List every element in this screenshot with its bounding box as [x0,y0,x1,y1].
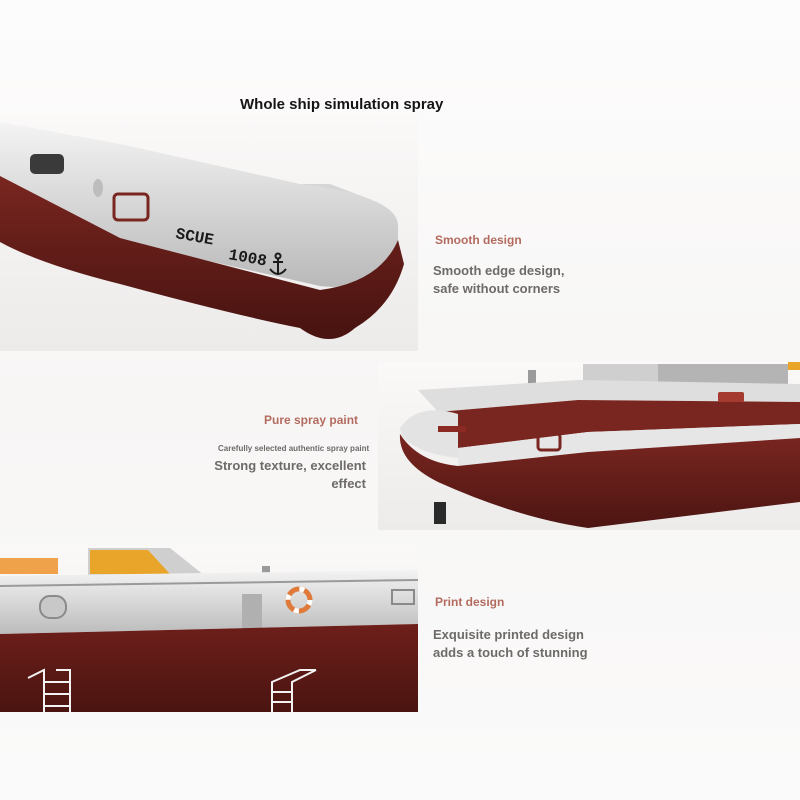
side-illustration [0,548,418,712]
feature-desc-line: Smooth edge design, [433,263,565,278]
feature-title-smooth-design: Smooth design [435,233,522,247]
feature-desc-line: effect [331,476,366,491]
feature-desc-smooth-design: Smooth edge design, safe without corners [433,262,564,298]
feature-desc-pure-spray-paint: Strong texture, excellent effect [188,457,366,493]
sheer-line [458,424,800,466]
feature-desc-line: Strong texture, excellent [214,458,366,473]
feature-desc-print-design: Exquisite printed design adds a touch of… [433,626,588,662]
side-photo [0,546,418,712]
feature-title-print-design: Print design [435,595,505,609]
feature-desc-line: safe without corners [433,281,561,296]
feature-desc-line: adds a touch of stunning [433,645,588,660]
feature-desc-line: Exquisite printed design [433,627,584,642]
deck-rail [418,380,800,412]
heading-line-1: Whole ship simulation spray [240,96,444,113]
ladder-icon [271,669,317,712]
feature-note-pure-spray-paint: Carefully selected authentic spray paint [218,444,370,453]
deck-band [0,570,418,634]
hull [0,624,418,712]
deck-band [0,122,398,287]
ladder-icon [27,668,71,712]
bow-illustration: SCUE 1008 [0,122,404,339]
hull [0,174,404,328]
stern-illustration [399,362,800,528]
anchor-icon [269,252,287,275]
lifebuoy-icon [285,586,313,614]
logo-badge [438,426,466,432]
propeller-mount [434,502,446,524]
porthole [30,154,64,174]
bow-photo: SCUE 1008 [0,114,418,351]
porthole [39,595,67,619]
hull [399,434,800,528]
stern-photo [378,362,800,530]
feature-title-pure-spray-paint: Pure spray paint [264,413,359,427]
cabin-window [90,550,170,574]
